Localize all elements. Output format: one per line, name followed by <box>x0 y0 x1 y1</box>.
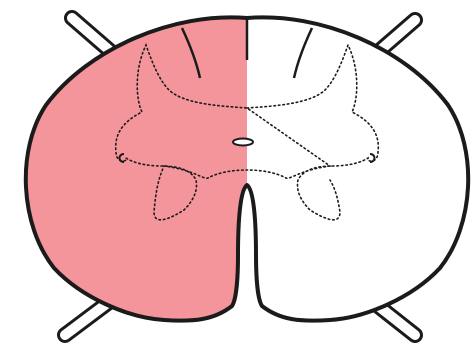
central-canal <box>233 139 253 146</box>
highlighted-left-half <box>0 0 247 347</box>
